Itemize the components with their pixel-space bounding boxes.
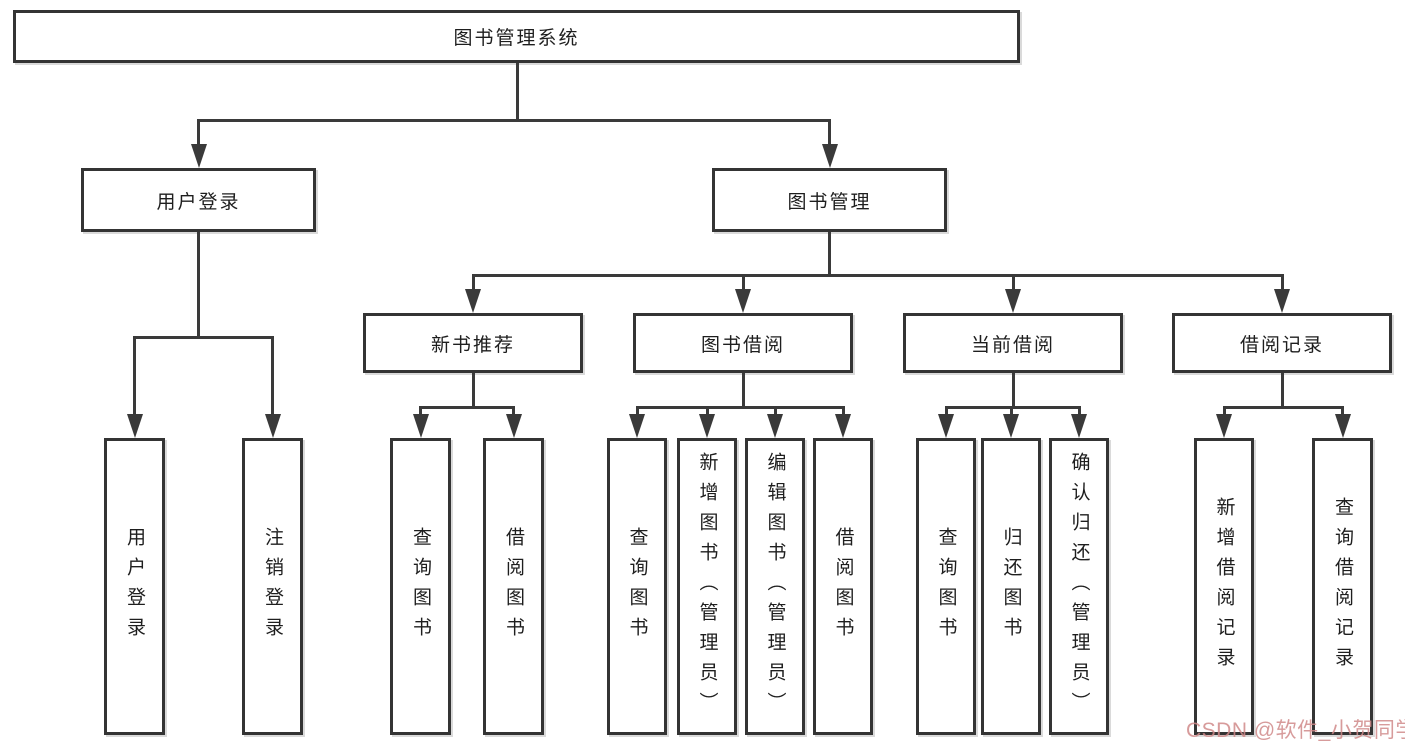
connector-line (741, 274, 745, 291)
arrow-down-icon (1334, 414, 1351, 438)
arrow-down-icon (1003, 414, 1019, 438)
leaf-user-login: 用户登录 (104, 438, 165, 735)
leaf-bb-add-book: 新增图书（管理员） (677, 438, 737, 735)
connector-line (635, 406, 639, 417)
node-label: 查询图书 (935, 526, 957, 647)
node-label: 用户登录 (156, 191, 241, 213)
connector-line (705, 406, 709, 417)
connector-line (1009, 406, 1013, 417)
connector-line (133, 336, 274, 339)
arrow-down-icon (938, 414, 954, 438)
connector-line (841, 406, 845, 417)
connector-line (471, 373, 475, 406)
arrow-down-icon (629, 414, 645, 438)
node-label: 查询借阅记录 (1332, 496, 1353, 677)
connector-line (1011, 274, 1015, 291)
connector-line (197, 119, 200, 148)
arrow-down-icon (1005, 289, 1021, 313)
leaf-nb-borrow-book: 借阅图书 (483, 438, 544, 735)
node-label: 注销登录 (262, 526, 283, 647)
leaf-bb-borrow-book: 借阅图书 (813, 438, 873, 735)
node-label: 图书借阅 (700, 334, 785, 356)
node-label: 用户登录 (124, 526, 145, 647)
arrow-down-icon (1071, 414, 1087, 438)
node-label: 图书管理 (787, 191, 872, 213)
leaf-nb-query-book: 查询图书 (390, 438, 451, 735)
arrow-down-icon (821, 144, 838, 168)
connector-line (471, 274, 475, 291)
leaf-cb-return-book: 归还图书 (981, 438, 1041, 735)
connector-line (741, 373, 745, 406)
connector-line (419, 406, 515, 409)
leaf-logout-login: 注销登录 (242, 438, 303, 735)
node-current-borrow: 当前借阅 (903, 313, 1123, 373)
arrow-down-icon (699, 414, 715, 438)
node-new-book-recommend: 新书推荐 (363, 313, 583, 373)
node-label: 借阅图书 (503, 526, 524, 647)
connector-line (1280, 274, 1284, 291)
node-borrow-record: 借阅记录 (1172, 313, 1392, 373)
arrow-down-icon (412, 414, 429, 438)
connector-line (515, 63, 519, 119)
connector-line (773, 406, 777, 417)
connector-line (635, 406, 845, 409)
leaf-br-query-record: 查询借阅记录 (1312, 438, 1373, 735)
watermark: CSDN @软件_小贺同学 (1186, 719, 1405, 742)
node-label: 归还图书 (1000, 526, 1022, 647)
connector-line (1280, 373, 1284, 406)
arrow-down-icon (735, 289, 751, 313)
connector-line (1340, 406, 1344, 417)
connector-line (512, 406, 515, 417)
leaf-cb-confirm-return: 确认归还（管理员） (1049, 438, 1109, 735)
connector-line (197, 119, 831, 122)
node-label: 图书管理系统 (453, 28, 580, 49)
connector-line (944, 406, 948, 417)
node-label: 新书推荐 (430, 334, 515, 356)
connector-line (133, 336, 136, 417)
node-label: 新增图书（管理员） (696, 451, 718, 722)
node-book-mgmt: 图书管理 (712, 168, 947, 232)
arrow-down-icon (505, 414, 522, 438)
connector-line (197, 232, 200, 336)
node-label: 借阅图书 (832, 526, 854, 647)
node-label: 当前借阅 (970, 334, 1055, 356)
node-label: 查询图书 (410, 526, 431, 647)
arrow-down-icon (264, 414, 281, 438)
leaf-br-add-record: 新增借阅记录 (1194, 438, 1254, 735)
node-root: 图书管理系统 (13, 10, 1020, 63)
connector-line (1222, 406, 1344, 409)
arrow-down-icon (126, 414, 143, 438)
node-label: 编辑图书（管理员） (764, 451, 786, 722)
arrow-down-icon (767, 414, 783, 438)
node-label: 确认归还（管理员） (1068, 451, 1090, 722)
node-user-login: 用户登录 (81, 168, 316, 232)
connector-line (419, 406, 422, 417)
connector-line (1077, 406, 1081, 417)
connector-line (271, 336, 274, 417)
arrow-down-icon (1216, 414, 1232, 438)
connector-line (1011, 373, 1015, 406)
connector-line (828, 119, 831, 148)
connector-line (1222, 406, 1226, 417)
arrow-down-icon (465, 289, 481, 313)
arrow-down-icon (835, 414, 851, 438)
node-label: 查询图书 (626, 526, 648, 647)
connector-line (828, 232, 831, 274)
node-label: 新增借阅记录 (1213, 496, 1235, 677)
leaf-bb-query-book: 查询图书 (607, 438, 667, 735)
arrow-down-icon (190, 144, 207, 168)
node-label: 借阅记录 (1239, 334, 1324, 356)
arrow-down-icon (1274, 289, 1290, 313)
node-book-borrow: 图书借阅 (633, 313, 853, 373)
connector-line (471, 274, 1284, 277)
leaf-bb-edit-book: 编辑图书（管理员） (745, 438, 805, 735)
leaf-cb-query-book: 查询图书 (916, 438, 976, 735)
